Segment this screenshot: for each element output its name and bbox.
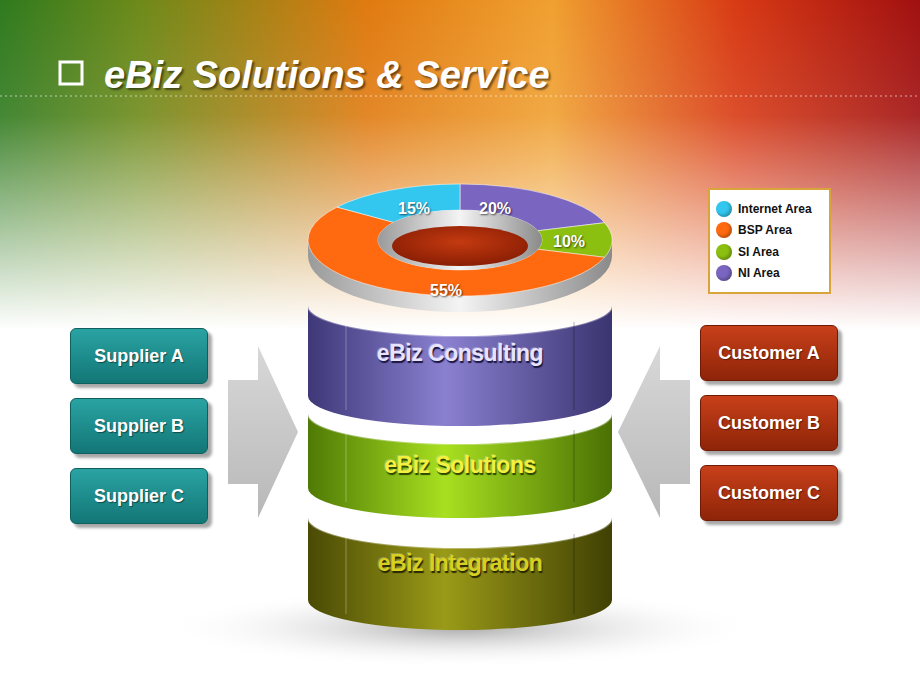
band-label: eBiz Consulting (308, 340, 612, 367)
percent-label: 20% (479, 200, 511, 218)
legend-swatch (716, 201, 732, 217)
percent-label: 55% (430, 282, 462, 300)
supplier-box: Supplier B (70, 398, 208, 454)
legend-box: Internet AreaBSP Area SI Area NI Area (708, 188, 831, 294)
box-label: Supplier A (94, 346, 183, 367)
box-label: Customer B (718, 413, 820, 434)
legend-swatch (716, 244, 732, 260)
legend-row: SI Area (716, 241, 823, 263)
legend-row: BSP Area (716, 220, 823, 242)
legend-row: NI Area (716, 263, 823, 285)
legend-text: Internet Area (738, 202, 812, 216)
customer-box: Customer A (700, 325, 838, 381)
legend-text: SI Area (738, 245, 779, 259)
cylinder-band: eBiz Consulting (308, 276, 612, 426)
box-label: Supplier B (94, 416, 184, 437)
box-label: Supplier C (94, 486, 184, 507)
band-label: eBiz Solutions (308, 452, 612, 479)
percent-label: 10% (553, 233, 585, 251)
box-label: Customer C (718, 483, 820, 504)
slide-title: eBiz Solutions & Service (104, 54, 550, 97)
legend-swatch (716, 222, 732, 238)
supplier-box: Supplier C (70, 468, 208, 524)
legend-row: Internet Area (716, 198, 823, 220)
customer-box: Customer C (700, 465, 838, 521)
legend-text: NI Area (738, 266, 780, 280)
band-label: eBiz Integration (308, 550, 612, 577)
supplier-box: Supplier A (70, 328, 208, 384)
percent-label: 15% (398, 200, 430, 218)
legend-swatch (716, 265, 732, 281)
box-label: Customer A (718, 343, 819, 364)
legend-text: BSP Area (738, 223, 792, 237)
customer-box: Customer B (700, 395, 838, 451)
